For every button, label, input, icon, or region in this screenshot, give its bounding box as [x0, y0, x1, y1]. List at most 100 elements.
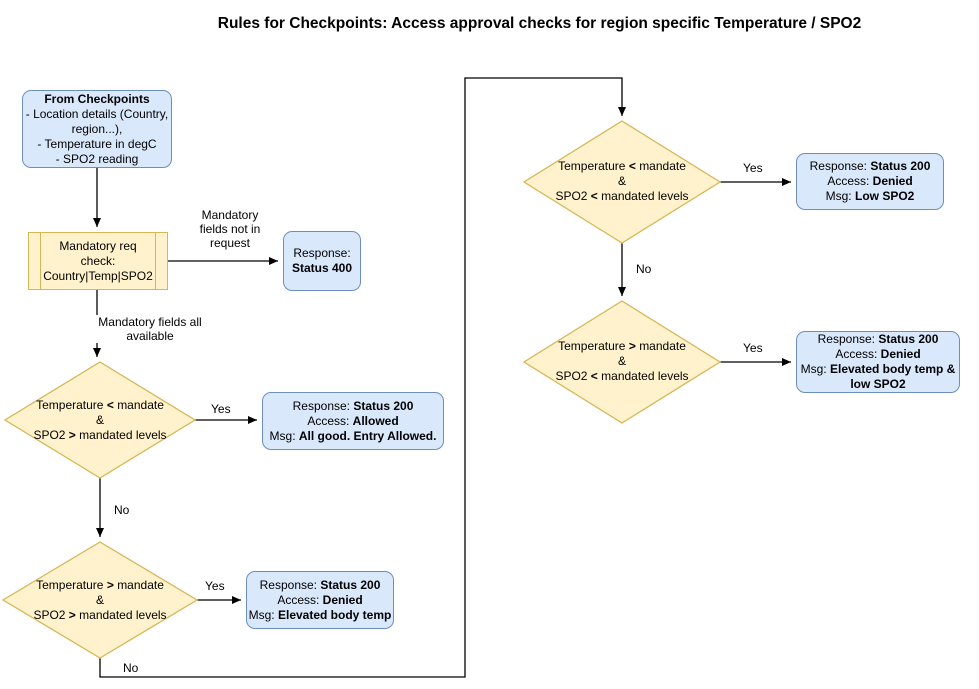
condition-text: mandated levels: [79, 608, 167, 622]
condition-line: Temperature > mandate: [3, 578, 197, 593]
operator: >: [106, 578, 114, 592]
condition-text: mandated levels: [601, 189, 689, 203]
access-label: Access:: [835, 347, 878, 361]
access-value: Denied: [880, 347, 921, 361]
node-response-400: Response: Status 400: [283, 231, 361, 291]
edge-label-yes-4: Yes: [741, 341, 765, 355]
edge-label-no-2: No: [121, 661, 141, 675]
msg-label: Msg:: [825, 189, 852, 203]
node-line: Country|Temp|SPO2: [43, 268, 153, 283]
access-line: Access: Denied: [797, 174, 943, 189]
edge-decision2-no-loop: [99, 77, 626, 678]
condition-line: Temperature < mandate: [5, 398, 195, 413]
msg-line: Msg: Elevated body temp &: [797, 362, 959, 377]
condition-text: mandated levels: [601, 369, 689, 383]
subroutine-side-bar-right: [155, 233, 156, 289]
response-label: Response:: [809, 159, 867, 173]
decision-2-label: Temperature > mandate & SPO2 > mandated …: [3, 578, 197, 623]
response-line: Response: Status 200: [797, 159, 943, 174]
edge-label-yes-3: Yes: [741, 161, 765, 175]
status-value: Status 200: [870, 159, 931, 173]
node-line: Mandatory req: [59, 238, 137, 253]
access-line: Access: Allowed: [263, 414, 443, 429]
condition-text: SPO2: [33, 428, 66, 442]
node-line: check:: [80, 253, 116, 268]
condition-line: SPO2 < mandated levels: [524, 189, 720, 204]
msg-line: Msg: Low SPO2: [797, 189, 943, 204]
node-mandatory-check: Mandatory req check: Country|Temp|SPO2: [28, 232, 168, 290]
node-from-checkpoints: From Checkpoints - Location details (Cou…: [22, 90, 172, 168]
decision-diamond-2: [1, 541, 199, 659]
edge-label-no-3: No: [634, 262, 654, 276]
edge-label-yes-2: Yes: [203, 579, 227, 593]
status-value: Status 200: [878, 332, 939, 346]
edge-label-yes-1: Yes: [209, 402, 233, 416]
response-line: Response: Status 200: [263, 399, 443, 414]
msg-value: Low SPO2: [855, 189, 915, 203]
msg-line-2: low SPO2: [850, 377, 906, 391]
edge-label-no-1: No: [112, 503, 132, 517]
node-line: - SPO2 reading: [55, 151, 139, 166]
condition-amp: &: [617, 354, 626, 368]
decision-4-label: Temperature > mandate & SPO2 < mandated …: [524, 339, 720, 384]
response-label: Response:: [292, 398, 350, 413]
access-value: Denied: [322, 592, 363, 607]
node-response-denied-temp: Response: Status 200 Access: Denied Msg:…: [246, 571, 394, 629]
condition-text: Temperature: [36, 398, 104, 412]
condition-text: mandate: [117, 578, 164, 592]
condition-text: SPO2: [555, 369, 588, 383]
decision-diamond-4: [522, 300, 722, 424]
access-label: Access:: [307, 413, 350, 428]
condition-text: mandate: [639, 159, 686, 173]
page-title: Rules for Checkpoints: Access approval c…: [217, 15, 862, 32]
response-line: Response: Status 200: [247, 578, 393, 593]
condition-text: mandate: [639, 339, 686, 353]
msg-line: Msg: Elevated body temp: [247, 608, 393, 623]
msg-value: Elevated body temp &: [829, 362, 956, 376]
node-line: - Location details (Country,: [25, 106, 169, 121]
decision-1-label: Temperature < mandate & SPO2 > mandated …: [5, 398, 195, 443]
edge-label-mandatory-available: Mandatory fields all available: [96, 315, 204, 343]
condition-amp: &: [95, 593, 104, 607]
operator: >: [68, 608, 76, 622]
condition-line: SPO2 < mandated levels: [524, 369, 720, 384]
decision-diamond-3: [522, 120, 722, 244]
response-line: Response: Status 200: [797, 332, 959, 347]
msg-value: All good. Entry Allowed.: [298, 428, 437, 443]
access-label: Access:: [277, 592, 320, 607]
condition-text: Temperature: [36, 578, 104, 592]
node-response-denied-spo2: Response: Status 200 Access: Denied Msg:…: [796, 153, 944, 210]
operator: >: [628, 339, 636, 353]
condition-amp: &: [95, 413, 104, 427]
operator: <: [590, 369, 598, 383]
response-label: Response:: [259, 577, 317, 592]
operator: <: [590, 189, 598, 203]
decision-diamond-1: [3, 361, 197, 479]
status-value: Status 200: [353, 398, 414, 413]
operator: <: [106, 398, 114, 412]
condition-line: Temperature < mandate: [524, 159, 720, 174]
msg-label: Msg:: [248, 607, 275, 622]
condition-text: Temperature: [558, 339, 626, 353]
response-label: Response:: [293, 246, 351, 260]
access-value: Denied: [872, 174, 913, 188]
edge-label-mandatory-missing: Mandatory fields not in request: [185, 208, 275, 250]
condition-amp: &: [617, 174, 626, 188]
condition-text: mandated levels: [79, 428, 167, 442]
node-response-allowed: Response: Status 200 Access: Allowed Msg…: [262, 392, 444, 450]
condition-text: Temperature: [558, 159, 626, 173]
access-line: Access: Denied: [797, 347, 959, 362]
condition-line: SPO2 > mandated levels: [3, 608, 197, 623]
operator: <: [628, 159, 636, 173]
operator: >: [68, 428, 76, 442]
condition-text: SPO2: [33, 608, 66, 622]
node-response-denied-both: Response: Status 200 Access: Denied Msg:…: [796, 331, 960, 393]
node-heading: From Checkpoints: [44, 91, 150, 106]
node-line: region...),: [71, 121, 123, 136]
status-value: Status 200: [320, 577, 381, 592]
condition-text: SPO2: [555, 189, 588, 203]
access-label: Access:: [827, 174, 870, 188]
msg-label: Msg:: [269, 428, 296, 443]
